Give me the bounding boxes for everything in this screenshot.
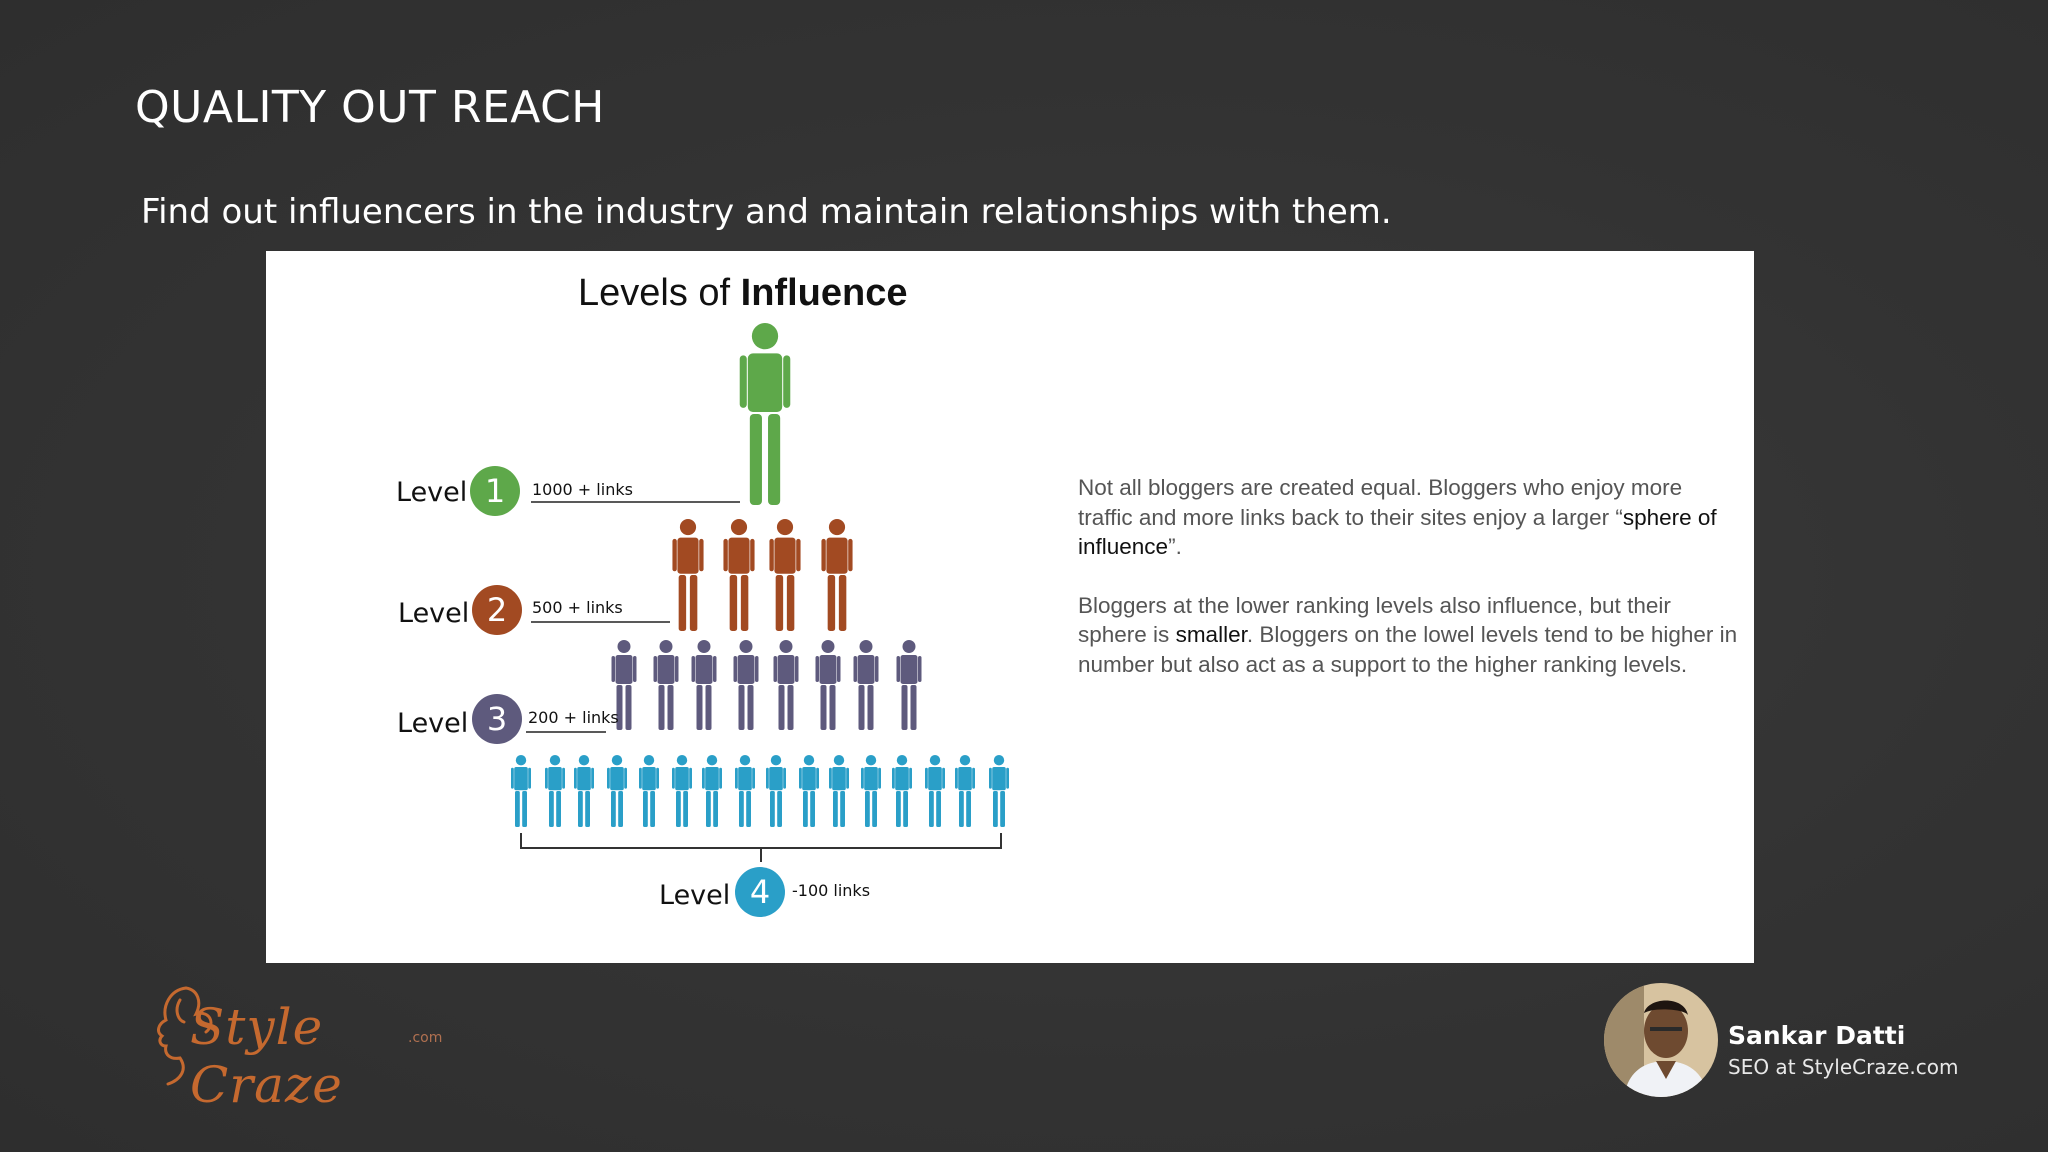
level-4-figure — [955, 755, 975, 827]
level-2-figure — [821, 519, 853, 631]
level-4-figure — [511, 755, 531, 827]
level-4-number: 4 — [750, 873, 770, 911]
level-4-figure — [574, 755, 594, 827]
presenter-card: Sankar Datti SEO at StyleCraze.com — [1604, 983, 2024, 1098]
level-4-figure — [702, 755, 722, 827]
level-4-figure — [861, 755, 881, 827]
level-2-figure — [672, 519, 704, 631]
level-4-figure — [989, 755, 1009, 827]
level-1-links-label: 1000 + links — [532, 480, 633, 499]
avatar — [1604, 983, 1718, 1097]
diagram-title: Levels of Influence — [578, 272, 907, 314]
level-3-figure — [691, 640, 717, 730]
diagram-title-bold: Influence — [741, 272, 908, 314]
level-4-badge — [735, 867, 785, 917]
level-4-figure — [892, 755, 912, 827]
level-4-figure — [545, 755, 565, 827]
level-4-word: Level — [659, 880, 730, 911]
level-3-figure — [853, 640, 879, 730]
level-3-figure — [896, 640, 922, 730]
level-3-figure — [773, 640, 799, 730]
desc-p2-text: Bloggers at the lower ranking levels als… — [1078, 592, 1671, 648]
desc-p2-highlight: smaller — [1175, 622, 1247, 647]
presenter-name: Sankar Datti — [1728, 1021, 1906, 1050]
level-1-number: 1 — [485, 472, 505, 510]
level-4-figure — [766, 755, 786, 827]
level-4-figure — [639, 755, 659, 827]
description-paragraph-1: Not all bloggers are created equal. Blog… — [1078, 473, 1738, 562]
level-4-figure — [672, 755, 692, 827]
slide-subtitle: Find out influencers in the industry and… — [141, 192, 1392, 232]
desc-p1-text: Not all bloggers are created equal. Blog… — [1078, 475, 1683, 530]
level-3-number: 3 — [487, 700, 507, 738]
level-2-word: Level — [398, 598, 469, 629]
presenter-role: SEO at StyleCraze.com — [1728, 1055, 1959, 1079]
level-3-badge — [472, 694, 522, 744]
level-4-figure — [735, 755, 755, 827]
level-1-figure — [739, 323, 791, 505]
logo-suffix: .com — [408, 1030, 443, 1046]
level-2-links-label: 500 + links — [532, 598, 623, 617]
level-2-badge — [472, 585, 522, 635]
slide-title: QUALITY OUT REACH — [135, 82, 605, 133]
level-3-links-label: 200 + links — [528, 708, 619, 727]
level-2-figure — [723, 519, 755, 631]
diagram-title-prefix: Levels of — [578, 272, 741, 314]
level-4-figure — [799, 755, 819, 827]
level-2-number: 2 — [487, 591, 507, 629]
level-3-figure — [733, 640, 759, 730]
level-1-badge — [470, 466, 520, 516]
level-3-figure — [611, 640, 637, 730]
level-3-figure — [815, 640, 841, 730]
stylecraze-logo: Style Craze .com — [140, 980, 450, 1114]
level-3-word: Level — [397, 708, 468, 739]
level-1-word: Level — [396, 477, 467, 508]
level-2-figure — [769, 519, 801, 631]
desc-p1-highlight: sphere of influence — [1078, 504, 1717, 560]
description-text: Not all bloggers are created equal. Blog… — [1078, 473, 1738, 708]
level-4-figure — [829, 755, 849, 827]
level-4-bracket — [520, 833, 1002, 862]
level-3-figure — [653, 640, 679, 730]
desc-p2-end: . Bloggers on the lowel levels tend to b… — [1078, 622, 1738, 677]
desc-p1-end: ”. — [1168, 534, 1182, 559]
level-4-figure — [607, 755, 627, 827]
level-4-links-label: -100 links — [792, 881, 870, 900]
woman-profile-logo-icon — [157, 986, 213, 1086]
description-paragraph-2: Bloggers at the lower ranking levels als… — [1078, 591, 1738, 680]
level-4-figure — [925, 755, 945, 827]
logo-text: Style Craze — [190, 998, 343, 1114]
